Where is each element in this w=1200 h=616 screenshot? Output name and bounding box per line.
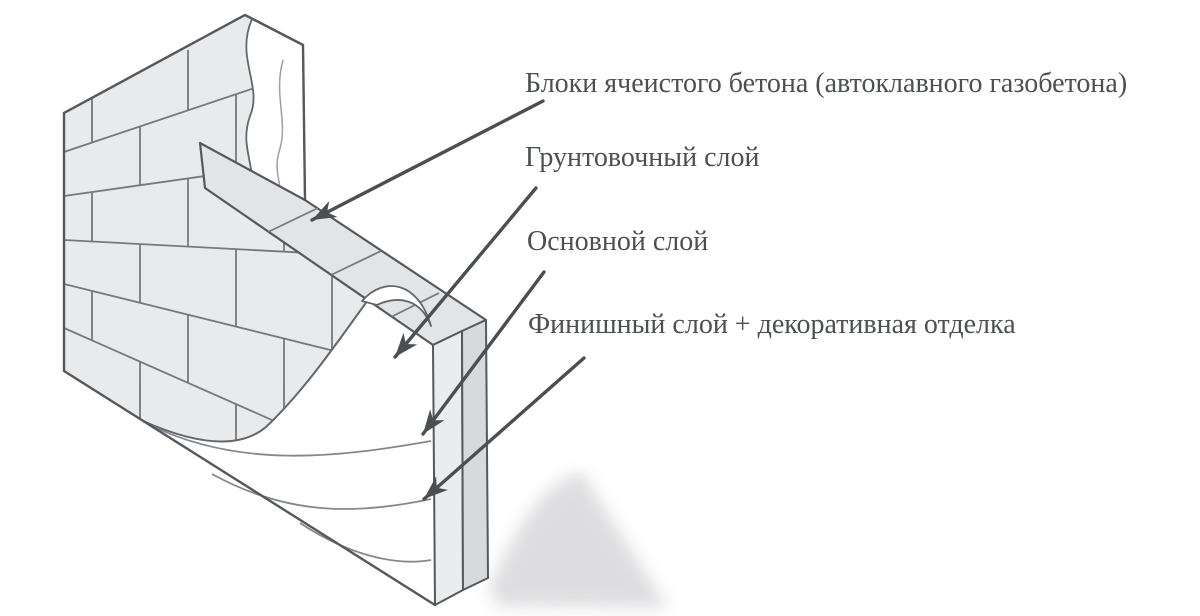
primer-layer-curve (151, 425, 432, 457)
base-layer-curve (211, 473, 432, 510)
wall-shadow (490, 472, 668, 608)
arrow-base-layer (421, 270, 546, 436)
arrow-finish-layer (422, 356, 586, 501)
arrow-primer-layer (393, 186, 538, 359)
block-wall (62, 13, 489, 607)
label-blocks: Блоки ячеистого бетона (автоклавного газ… (525, 68, 1128, 99)
label-primer-layer: Грунтовочный слой (525, 142, 760, 173)
annotation-arrows (310, 99, 586, 501)
finish-layer-curve (299, 522, 432, 563)
wall-outline (62, 13, 437, 607)
plaster-curl (361, 285, 432, 327)
arrow-blocks (310, 99, 545, 222)
label-finish-layer: Финишный слой + декоративная отделка (528, 309, 1016, 340)
plaster-boundary-curve (142, 299, 369, 443)
plaster-area-lower (143, 300, 435, 605)
label-base-layer: Основной слой (527, 226, 709, 257)
